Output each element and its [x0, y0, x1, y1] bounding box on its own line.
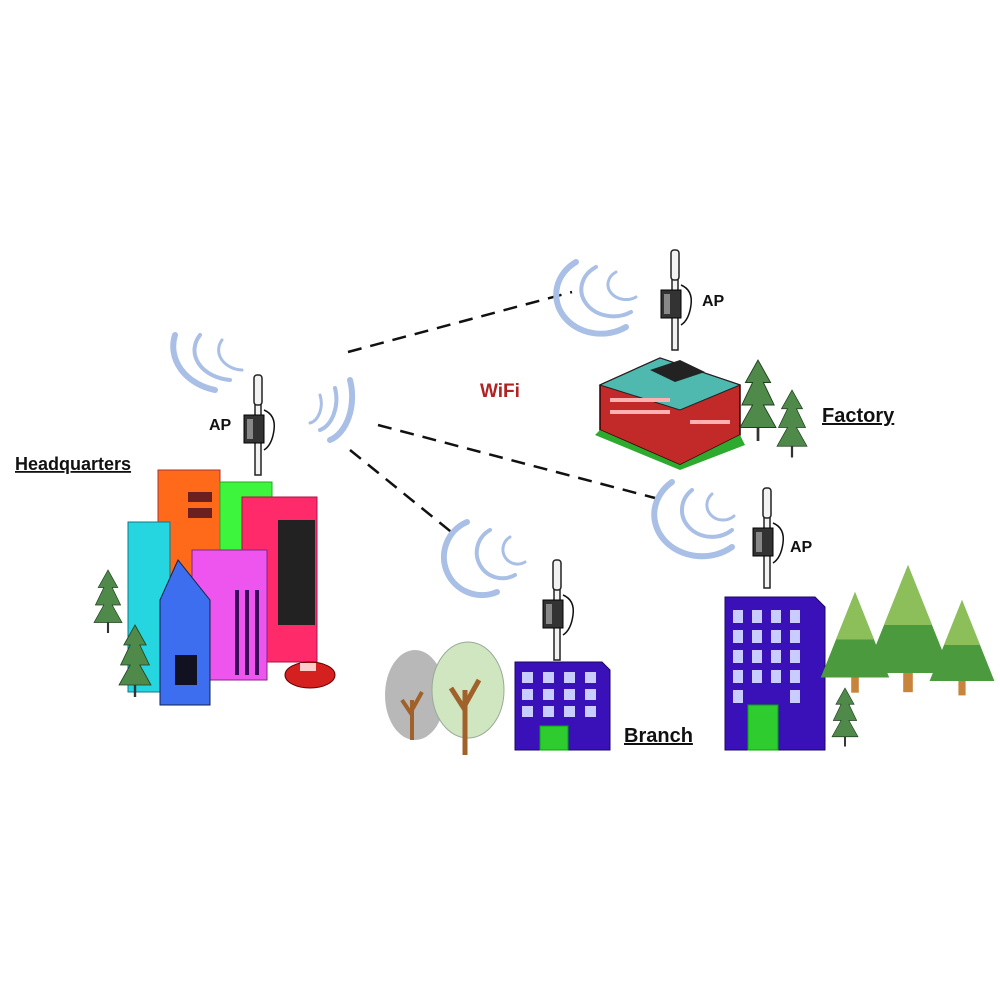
window [790, 650, 800, 663]
ap-label: AP [209, 417, 232, 434]
link-hq-remote [377, 423, 656, 500]
headquarters-label: Headquarters [15, 454, 131, 474]
link-hq-branch [349, 449, 456, 536]
window [522, 672, 533, 683]
tree-icon [831, 687, 859, 747]
window [733, 630, 743, 643]
window [585, 689, 596, 700]
window [771, 670, 781, 683]
signal-waves-icon [651, 479, 736, 560]
signal-waves-icon [308, 377, 356, 443]
access-point-icon [542, 559, 575, 661]
factory-access-point: AP [553, 249, 725, 351]
remote-access-point: AP [651, 479, 813, 589]
window [790, 690, 800, 703]
window [543, 689, 554, 700]
window [564, 706, 575, 717]
tree-icon [776, 389, 808, 458]
link-hq-factory [347, 290, 573, 354]
window [752, 610, 762, 623]
window [733, 650, 743, 663]
office-building [724, 565, 995, 751]
tree-icon [739, 359, 777, 442]
tree-icon [93, 569, 123, 634]
tree-icon [431, 641, 505, 755]
branch-access-point [440, 519, 575, 661]
window [790, 630, 800, 643]
branch-label: Branch [624, 725, 693, 747]
window [564, 689, 575, 700]
window [752, 630, 762, 643]
window [543, 706, 554, 717]
signal-waves-icon [170, 332, 244, 393]
window [585, 672, 596, 683]
headquarters-buildings: Headquarters [15, 454, 336, 706]
window [522, 706, 533, 717]
window [522, 689, 533, 700]
wifi-label: WiFi [480, 381, 520, 402]
tree-icon [385, 650, 445, 740]
window [733, 690, 743, 703]
window [543, 672, 554, 683]
window [771, 650, 781, 663]
window [585, 706, 596, 717]
signal-waves-icon [553, 259, 638, 337]
window [564, 672, 575, 683]
factory-label: Factory [822, 405, 895, 427]
window [733, 610, 743, 623]
window [790, 610, 800, 623]
ap-label: AP [790, 539, 813, 556]
window [752, 670, 762, 683]
window [790, 670, 800, 683]
window [752, 650, 762, 663]
signal-waves-icon [440, 519, 527, 599]
window [771, 630, 781, 643]
window [733, 670, 743, 683]
hq-access-point: AP [170, 332, 356, 476]
factory-building: Factory [595, 357, 895, 470]
branch-building: Branch [385, 641, 693, 755]
access-point-icon [752, 487, 785, 589]
window [771, 610, 781, 623]
access-point-icon [243, 374, 276, 476]
car-icon [284, 661, 336, 689]
wireless-links [347, 290, 656, 536]
access-point-icon [660, 249, 693, 351]
ap-label: AP [702, 293, 725, 310]
